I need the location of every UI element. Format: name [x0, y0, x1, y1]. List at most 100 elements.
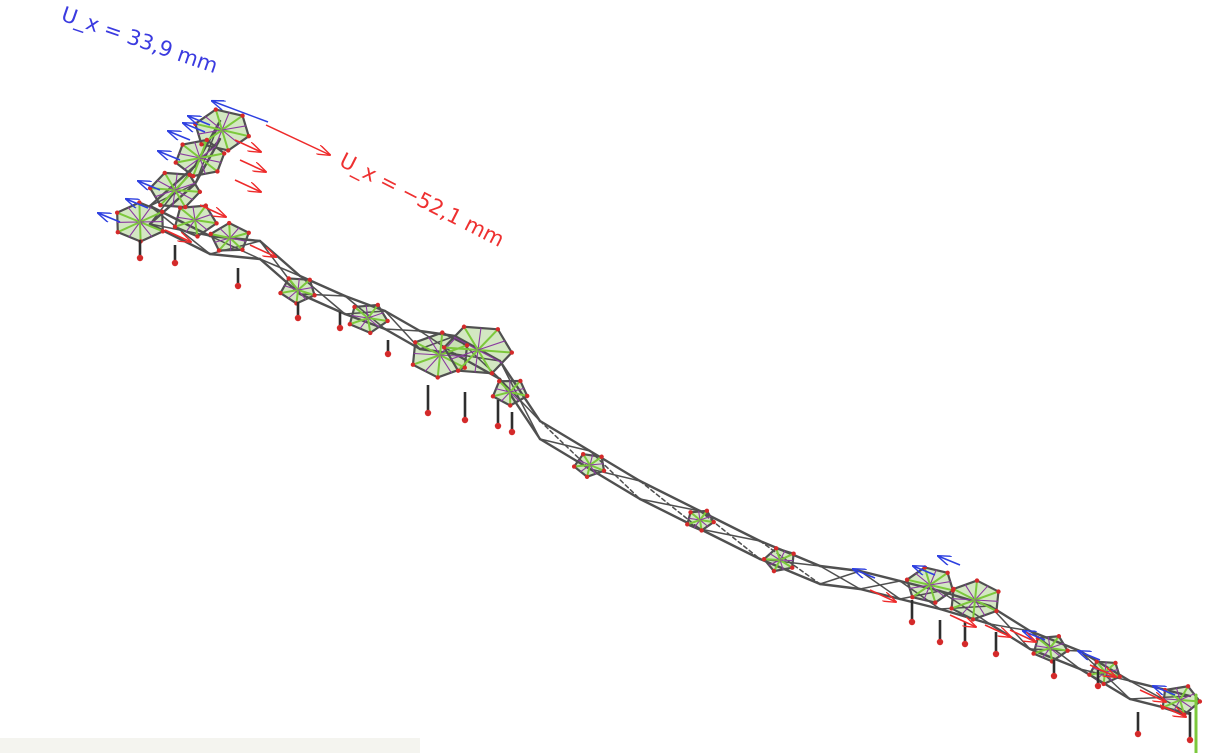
- brace-member: [1049, 647, 1069, 652]
- web-member: [939, 605, 991, 610]
- brace-member: [200, 129, 223, 146]
- brace-member: [173, 219, 196, 228]
- support-node: [461, 416, 469, 424]
- node: [368, 330, 373, 336]
- shell-panel: [195, 205, 217, 224]
- diagonal-member: [174, 189, 194, 201]
- web-member: [899, 590, 941, 600]
- node: [1094, 659, 1099, 664]
- diagonal-member: [589, 463, 604, 466]
- node: [1065, 648, 1070, 653]
- shell-panel: [412, 355, 440, 378]
- shell-panel: [973, 600, 997, 620]
- shell-panel: [953, 580, 977, 600]
- node: [158, 203, 163, 208]
- brace-member: [414, 341, 441, 356]
- brace-member: [139, 221, 142, 243]
- node: [599, 454, 604, 459]
- support-node: [294, 314, 302, 322]
- diagonal-member: [367, 317, 380, 328]
- diagonal-member: [1035, 645, 1051, 649]
- support-node: [1094, 682, 1102, 690]
- diagonal-member: [229, 237, 247, 242]
- diagonal-member: [192, 206, 196, 221]
- brace-member: [287, 277, 299, 291]
- brace-member: [911, 584, 931, 599]
- shell-panel: [464, 326, 498, 350]
- brace-member: [974, 599, 998, 613]
- diagonal-member: [439, 354, 452, 374]
- brace-member: [174, 157, 201, 164]
- diagonal-member: [929, 569, 937, 586]
- node: [215, 169, 220, 174]
- web-member: [1029, 648, 1081, 652]
- node: [945, 570, 950, 575]
- node: [994, 608, 999, 614]
- brace-member: [279, 289, 299, 295]
- max-displacement-label: U_x = 33,9 mm: [58, 2, 221, 79]
- bottom-chord: [818, 582, 862, 591]
- brace-member: [509, 391, 529, 397]
- node: [441, 345, 447, 350]
- diagonal-member: [365, 305, 369, 319]
- node: [183, 204, 188, 210]
- diagonal-member: [351, 315, 369, 319]
- displacement-arrow-negative: [1159, 704, 1186, 717]
- brace-member: [443, 346, 479, 351]
- frame-members: [116, 108, 1202, 753]
- brace-member: [221, 129, 250, 138]
- bottom-chord: [298, 292, 347, 316]
- diagonal-member: [194, 141, 201, 159]
- shell-panel: [951, 600, 975, 620]
- support-node: [936, 638, 944, 646]
- brace-member: [297, 278, 311, 291]
- top-chord: [343, 294, 387, 313]
- brace-member: [477, 328, 499, 351]
- diagonal-member: [156, 179, 176, 191]
- top-chord: [498, 359, 542, 423]
- support-node: [961, 640, 969, 648]
- web-member: [539, 438, 591, 452]
- node: [773, 546, 779, 551]
- support-node: [1186, 736, 1194, 744]
- support-node: [336, 324, 344, 332]
- node: [352, 304, 357, 310]
- brace-member: [573, 464, 591, 468]
- node: [435, 375, 440, 380]
- diagonal-member: [219, 227, 231, 239]
- diagonal-member: [450, 349, 479, 360]
- displacement-arrow-negative: [869, 589, 896, 602]
- brace-member: [181, 143, 201, 159]
- diagonal-member: [174, 182, 196, 191]
- node: [195, 234, 200, 239]
- brace-member: [214, 108, 223, 131]
- diagonal-member: [424, 354, 441, 372]
- node: [518, 378, 523, 384]
- diagonal-member: [229, 227, 240, 239]
- brace-member: [439, 331, 444, 356]
- support-node: [136, 254, 144, 262]
- brace-member: [221, 129, 230, 152]
- web-member: [384, 328, 421, 332]
- shell-panel: [415, 332, 443, 355]
- diagonal-member: [199, 146, 217, 159]
- column-supports: [114, 107, 1203, 744]
- diagonal-member: [413, 352, 441, 356]
- brace-member: [295, 289, 299, 305]
- top-chord: [383, 309, 422, 333]
- brace-member: [952, 587, 976, 601]
- node: [790, 565, 795, 570]
- node: [1113, 660, 1118, 666]
- node: [226, 148, 231, 153]
- diagonal-member: [221, 112, 230, 131]
- brace-member: [174, 189, 187, 209]
- diagonal-member: [961, 599, 976, 615]
- displacement-arrow-positive: [168, 131, 191, 141]
- displacement-arrow-positive: [1153, 686, 1176, 696]
- diagonal-member: [1047, 636, 1051, 649]
- brace-member: [929, 584, 954, 592]
- node: [461, 324, 467, 329]
- brace-member: [139, 221, 164, 233]
- brace-member: [974, 590, 1000, 601]
- web-member: [859, 580, 901, 590]
